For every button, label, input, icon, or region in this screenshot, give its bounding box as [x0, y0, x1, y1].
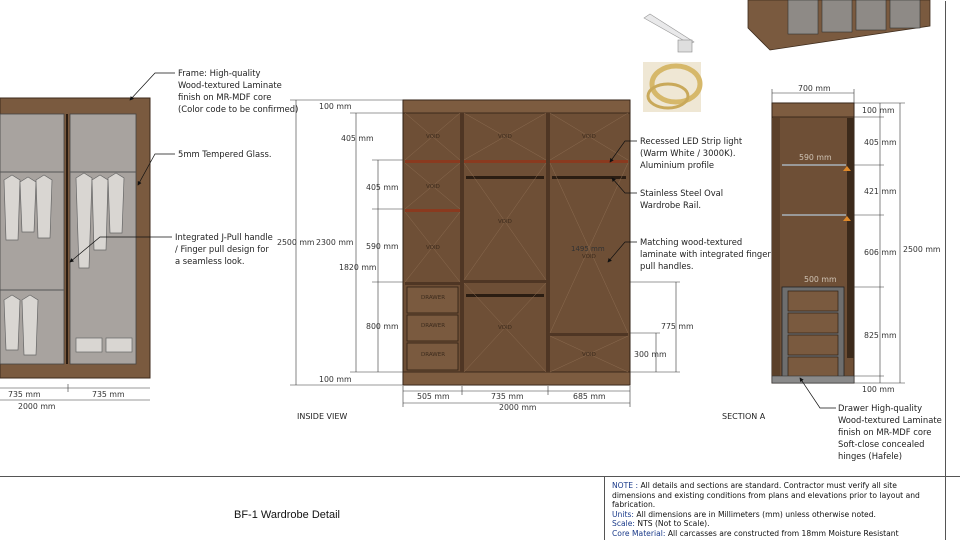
annotation-drawer-line1: Drawer High-quality [838, 403, 922, 413]
dim-height-2300: 2300 mm [316, 238, 354, 247]
title-divider [604, 477, 605, 540]
general-notes: NOTE : All details and sections are stan… [612, 481, 942, 539]
dim-section-421: 421 mm [864, 187, 897, 196]
annotation-drawer-line4: Soft-close concealed [838, 439, 925, 449]
void-label-5: VOID [498, 219, 512, 225]
note-units: Units: All dimensions are in Millimeters… [612, 509, 876, 519]
annotation-frame-line3: finish on MR-MDF core [178, 92, 271, 102]
section-a-label: SECTION A [722, 412, 766, 421]
annotation-frame-line2: Wood-textured Laminate [178, 80, 282, 90]
annotation-laminate-line2: laminate with integrated finger [640, 249, 771, 259]
annotation-laminate-line1: Matching wood-textured [640, 237, 742, 247]
note-scale: Scale: NTS (Not to Scale). [612, 519, 710, 529]
dim-height-2500: 2500 mm [277, 238, 315, 247]
inside-dim-lines [290, 99, 680, 407]
dim-shelf-800: 800 mm [366, 322, 399, 331]
dim-shelf-405a: 405 mm [341, 134, 374, 143]
front-elevation: 735 mm 735 mm 2000 mm [0, 97, 151, 411]
annotation-led-line3: Aluminium profile [640, 160, 714, 170]
drawer-label-1: DRAWER [421, 295, 445, 301]
section-a [771, 102, 855, 384]
dim-inner-1495: 1495 mm [571, 245, 605, 253]
annotation-rail-line2: Wardrobe Rail. [640, 200, 701, 210]
annotation-handle-line3: a seamless look. [175, 256, 245, 266]
void-label-3: VOID [426, 245, 440, 251]
drawing-title: BF-1 Wardrobe Detail [234, 509, 340, 521]
dim-width-735: 735 mm [491, 392, 524, 401]
dim-section-2500: 2500 mm [903, 245, 941, 254]
annotation-glass: 5mm Tempered Glass. [178, 149, 272, 159]
inside-annotations: Recessed LED Strip light (Warm White / 3… [607, 136, 771, 271]
void-label-4: VOID [498, 134, 512, 140]
void-label-1: VOID [426, 134, 440, 140]
dim-section-500: 500 mm [804, 275, 837, 284]
section-annotations: Drawer High-quality Wood-textured Lamina… [799, 377, 942, 461]
dim-front-735a: 735 mm [8, 390, 41, 399]
dim-section-825: 825 mm [864, 331, 897, 340]
dim-width-505: 505 mm [417, 392, 450, 401]
led-strip-thumbnail [643, 62, 703, 112]
dim-front-2000: 2000 mm [18, 402, 56, 411]
void-label-6: VOID [498, 325, 512, 331]
inside-view-label: INSIDE VIEW [297, 412, 347, 421]
dim-front-735b: 735 mm [92, 390, 125, 399]
note-core-material: Core Material: All carcasses are constru… [612, 528, 899, 538]
inside-view: DRAWER DRAWER DRAWER VOID VOID VOID VOID… [402, 99, 631, 386]
clothes-illustration [3, 172, 133, 356]
annotation-handle-line1: Integrated J-Pull handle [175, 232, 273, 242]
void-label-7: VOID [582, 134, 596, 140]
dim-section-700: 700 mm [798, 84, 831, 93]
annotation-drawer-line2: Wood-textured Laminate [838, 415, 942, 425]
annotation-drawer-line5: hinges (Hafele) [838, 451, 902, 461]
annotation-led-line2: (Warm White / 3000K). [640, 148, 736, 158]
annotation-handle-line2: / Finger pull design for [175, 244, 269, 254]
dim-section-100a: 100 mm [862, 106, 895, 115]
annotation-led-line1: Recessed LED Strip light [640, 136, 743, 146]
dim-top-100: 100 mm [319, 102, 352, 111]
annotation-rail-line1: Stainless Steel Oval [640, 188, 723, 198]
dim-right-300: 300 mm [634, 350, 667, 359]
annotation-frame-line4: (Color code to be confirmed) [178, 104, 298, 114]
front-annotations: Frame: High-quality Wood-textured Lamina… [69, 68, 298, 266]
led-profile-thumbnail [640, 8, 702, 60]
dim-shelf-405b: 405 mm [366, 183, 399, 192]
void-label-2: VOID [426, 184, 440, 190]
note-general: NOTE : All details and sections are stan… [612, 481, 920, 510]
void-label-8: VOID [582, 254, 596, 260]
dim-width-685: 685 mm [573, 392, 606, 401]
dim-section-405: 405 mm [864, 138, 897, 147]
wardrobe-3d-thumbnail [747, 0, 931, 51]
dim-height-1820: 1820 mm [339, 263, 377, 272]
annotation-frame-line1: Frame: High-quality [178, 68, 261, 78]
dim-shelf-590: 590 mm [366, 242, 399, 251]
dim-right-775: 775 mm [661, 322, 694, 331]
void-label-9: VOID [582, 352, 596, 358]
dim-section-590: 590 mm [799, 153, 832, 162]
section-dim-lines [771, 89, 905, 384]
dim-bottom-100: 100 mm [319, 375, 352, 384]
drawer-label-2: DRAWER [421, 323, 445, 329]
annotation-laminate-line3: pull handles. [640, 261, 694, 271]
drawer-label-3: DRAWER [421, 352, 445, 358]
dim-section-606: 606 mm [864, 248, 897, 257]
annotation-drawer-line3: finish on MR-MDF core [838, 427, 931, 437]
dim-width-2000: 2000 mm [499, 403, 537, 412]
dim-section-100b: 100 mm [862, 385, 895, 394]
sheet-right-border [945, 1, 946, 540]
